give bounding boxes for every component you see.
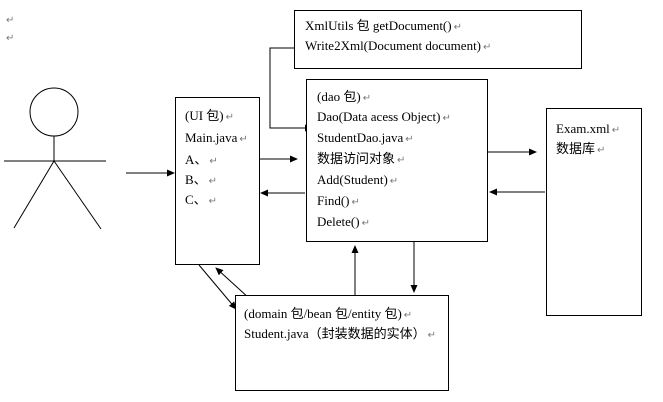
ui-box-item: A、↵ <box>185 152 218 167</box>
domain-box-title: (domain 包/bean 包/entity 包)↵ <box>244 306 413 321</box>
dao-box-title: (dao 包)↵ <box>317 89 372 104</box>
exam-xml-box: Exam.xml↵ 数据库↵ <box>546 108 642 316</box>
paragraph-mark: ↵ <box>6 33 15 44</box>
dao-box-zh: 数据访问对象↵ <box>317 151 406 166</box>
ui-box-title: (UI 包)↵ <box>185 108 235 123</box>
xml-utils-box: XmlUtils 包 getDocument()↵ Write2Xml(Docu… <box>294 10 582 69</box>
dao-box-method: Find()↵ <box>317 193 360 208</box>
dao-box-method: Add(Student)↵ <box>317 172 399 187</box>
xml-utils-line2: Write2Xml(Document document)↵ <box>305 38 492 53</box>
ui-box-main: Main.java↵ <box>185 130 248 145</box>
domain-package-box: (domain 包/bean 包/entity 包)↵ Student.java… <box>235 295 449 391</box>
ui-box-item: C、↵ <box>185 192 218 207</box>
ui-package-box: (UI 包)↵ Main.java↵ A、↵ B、↵ C、↵ <box>175 97 260 265</box>
actor-figure <box>4 87 106 230</box>
arrow-domain-to-ui <box>215 267 251 300</box>
dao-box-method: Delete()↵ <box>317 214 370 229</box>
exam-box-zh: 数据库↵ <box>556 141 606 156</box>
dao-package-box: (dao 包)↵ Dao(Data acess Object)↵ Student… <box>306 79 488 242</box>
xml-utils-line1: XmlUtils 包 getDocument()↵ <box>305 18 462 33</box>
arrow-xmlutils-to-dao <box>269 47 313 132</box>
paragraph-mark: ↵ <box>6 15 15 26</box>
ui-box-item: B、↵ <box>185 172 218 187</box>
arrow-ui-to-domain <box>198 264 237 310</box>
domain-box-class: Student.java（封装数据的实体）↵ <box>244 326 437 341</box>
exam-box-file: Exam.xml↵ <box>556 121 621 136</box>
dao-box-class: StudentDao.java↵ <box>317 130 414 145</box>
dao-box-desc: Dao(Data acess Object)↵ <box>317 109 451 124</box>
